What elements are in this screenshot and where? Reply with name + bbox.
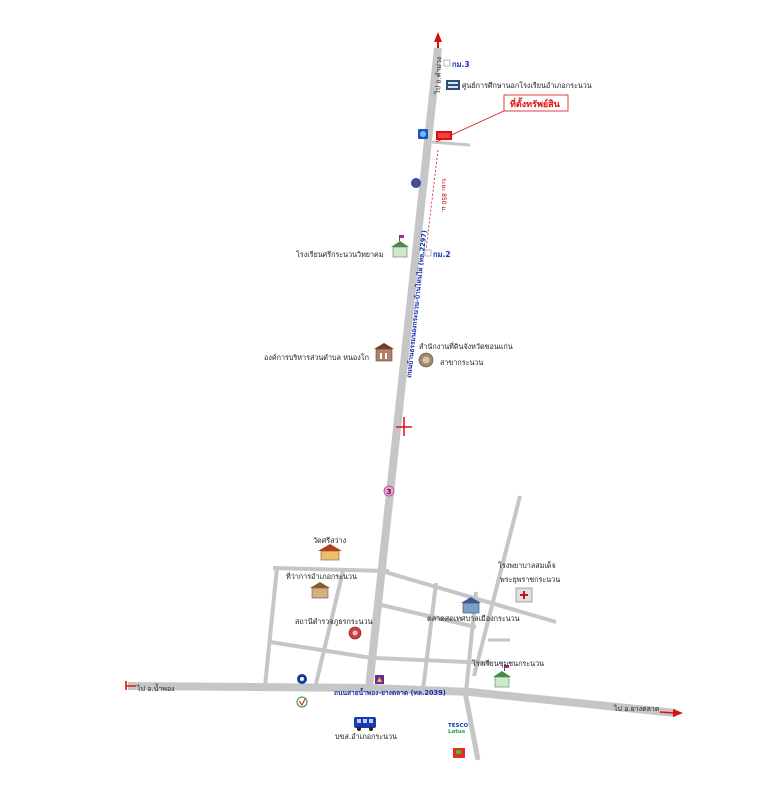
police-station-label: สถานีตำรวจภูธรกระนวน bbox=[295, 617, 373, 626]
gas-station-icon bbox=[411, 178, 421, 188]
hospital-label-line2: พระยุพราชกระนวน bbox=[500, 575, 560, 584]
learning-center-label: ศูนย์การศึกษานอกโรงเรียนอำเภอกระนวน bbox=[462, 81, 592, 90]
km2-label: กม.2 bbox=[433, 250, 451, 259]
tao-office-icon bbox=[374, 343, 394, 362]
tesco-lotus-logo: TESCO Lotus bbox=[448, 723, 469, 735]
road-arrows bbox=[125, 32, 683, 717]
land-office-icon bbox=[418, 352, 434, 368]
street bbox=[421, 582, 438, 691]
road-network bbox=[127, 47, 677, 761]
km-post-icon bbox=[424, 249, 432, 257]
route-3-shield: 3 bbox=[383, 485, 395, 497]
street bbox=[472, 495, 522, 677]
bus-icon bbox=[354, 717, 376, 731]
tao-label: องค์การบริหารส่วนตำบล หนองโก bbox=[264, 353, 369, 362]
intersection-marker-icon bbox=[396, 417, 412, 436]
district-office-label: ที่ว่าการอำเภอกระนวน bbox=[286, 572, 357, 581]
main-north-road bbox=[365, 47, 442, 689]
school-srikranuan-label: โรงเรียนศรีกระนวนวิทยาคม bbox=[296, 250, 384, 259]
north-arrow-icon bbox=[434, 32, 442, 42]
east-direction-label: ไป อ.ยางตลาด bbox=[613, 704, 659, 713]
temple-icon bbox=[318, 544, 342, 561]
hospital-label-line1: โรงพยาบาลสมเด็จ bbox=[498, 560, 556, 570]
kbank-icon bbox=[296, 696, 308, 708]
south-road bbox=[462, 691, 481, 761]
lotus-text: Lotus bbox=[448, 729, 466, 735]
market-icon bbox=[461, 597, 481, 614]
land-office-label-line2: สาขากระนวน bbox=[440, 358, 483, 367]
school-chumchon-icon bbox=[493, 665, 511, 688]
ptt-station-icon bbox=[418, 129, 428, 139]
property-distance: ระยะ 850 ม. bbox=[440, 178, 447, 212]
north-direction-label: ไป อ.คำม่วง bbox=[433, 57, 443, 95]
km-post-icon bbox=[443, 59, 451, 67]
learning-center-icon bbox=[446, 80, 460, 90]
property-label: ที่ตั้งทรัพย์สิน bbox=[510, 97, 561, 110]
land-office-label-line1: สำนักงานที่ดินจังหวัดขอนแก่น bbox=[419, 342, 513, 351]
street bbox=[263, 567, 279, 687]
police-station-icon bbox=[348, 626, 362, 640]
km3-marker: กม.3 bbox=[443, 59, 470, 69]
km3-label: กม.3 bbox=[452, 60, 470, 69]
siam-bank-icon bbox=[375, 675, 384, 684]
property-marker-icon[interactable] bbox=[436, 131, 452, 140]
main-east-west-road-label: ถนนสายน้ำพอง-ยางตลาด (ทล.2039) bbox=[334, 687, 446, 697]
bank-icon bbox=[297, 674, 307, 684]
hospital-icon bbox=[515, 587, 533, 603]
route-3-label: 3 bbox=[387, 488, 392, 496]
tesco-text: TESCO bbox=[448, 723, 469, 729]
east-arrow-icon bbox=[673, 709, 683, 717]
main-east-west-road bbox=[127, 682, 677, 717]
property-side-street bbox=[431, 140, 471, 147]
temple-label: วัดศรีสว่าง bbox=[313, 536, 346, 545]
km2-marker: กม.2 bbox=[424, 249, 451, 259]
street bbox=[272, 566, 390, 573]
bus-terminal-label: บขส.อำเภอกระนวน bbox=[335, 732, 397, 741]
street bbox=[269, 640, 373, 660]
district-office-icon bbox=[310, 582, 330, 599]
street bbox=[380, 603, 477, 629]
west-direction-label: ไป อ.น้ำพอง bbox=[136, 682, 175, 693]
street bbox=[384, 570, 557, 624]
market-label: ตลาดสดเทศบาลเมืองกระนวน bbox=[427, 614, 520, 623]
east-arrow-shaft bbox=[659, 711, 675, 714]
street bbox=[313, 570, 345, 689]
school-chumchon-label: โรงเรียนชุมชนกระนวน bbox=[472, 659, 544, 668]
property-label-box bbox=[503, 94, 569, 112]
fuel-pump-icon bbox=[453, 748, 465, 758]
school-srikranuan-icon bbox=[391, 235, 409, 258]
